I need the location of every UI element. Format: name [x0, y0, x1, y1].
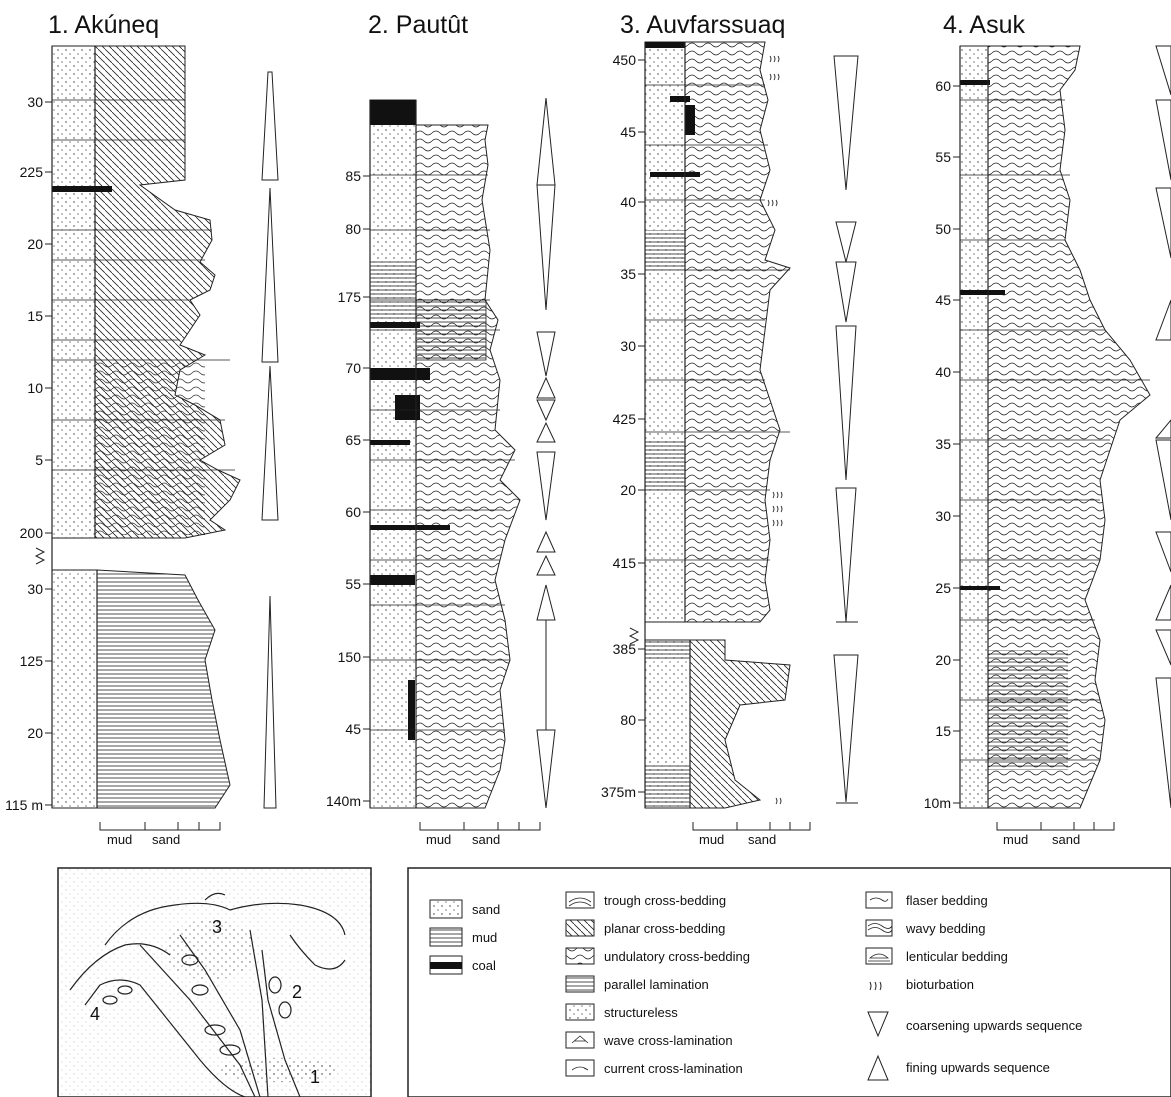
- tick-label: 125: [20, 653, 44, 669]
- tick-label: 20: [27, 236, 43, 252]
- tick-label: 30: [27, 94, 43, 110]
- legend-label: parallel lamination: [604, 977, 709, 992]
- current-cross-lamination-swatch: [566, 1060, 594, 1076]
- legend-label: current cross-lamination: [604, 1061, 743, 1076]
- tick-label: 60: [935, 78, 951, 94]
- legend-label: sand: [472, 902, 500, 917]
- tick-label: 20: [935, 652, 951, 668]
- tick-label: 45: [620, 124, 636, 140]
- tick-label: 40: [935, 364, 951, 380]
- tick-label: 10: [27, 380, 43, 396]
- tick-label: 30: [935, 508, 951, 524]
- log-column-auvfarssuaq: [630, 42, 790, 808]
- tick-label: 60: [345, 504, 361, 520]
- tick-label: 5: [35, 452, 43, 468]
- tick-label: 25: [935, 580, 951, 596]
- scale-label-mud: mud: [426, 832, 451, 847]
- legend-label: wavy bedding: [905, 921, 986, 936]
- tick-label: 70: [345, 360, 361, 376]
- tick-label: 10m: [924, 795, 951, 811]
- tick-label: 80: [620, 712, 636, 728]
- scale-label-mud: mud: [1003, 832, 1028, 847]
- scale-label-mud: mud: [107, 832, 132, 847]
- tick-label: 200: [20, 525, 44, 541]
- sequence-arrows-akuneq: [262, 72, 278, 808]
- log-column-akuneq: [36, 46, 240, 808]
- tick-label: 35: [620, 266, 636, 282]
- tick-label: 15: [935, 723, 951, 739]
- location-map: [58, 868, 371, 1097]
- tick-label: 425: [613, 411, 637, 427]
- legend-label: structureless: [604, 1005, 678, 1020]
- tick-label: 55: [345, 576, 361, 592]
- scale-label-sand: sand: [152, 832, 180, 847]
- legend-label: planar cross-bedding: [604, 921, 725, 936]
- column-title-akuneq: 1. Akúneq: [48, 11, 159, 39]
- tick-label: 225: [20, 164, 44, 180]
- sand-swatch: [430, 900, 462, 918]
- scale-label-mud: mud: [699, 832, 724, 847]
- scale-label-sand: sand: [748, 832, 776, 847]
- tick-label: 115 m: [5, 797, 43, 813]
- parallel-lamination-swatch: [566, 976, 594, 992]
- wave-cross-lamination-swatch: [566, 1032, 594, 1048]
- tick-label: 30: [620, 338, 636, 354]
- legend-label: undulatory cross-bedding: [604, 949, 750, 964]
- scale-label-sand: sand: [472, 832, 500, 847]
- tick-label: 35: [935, 436, 951, 452]
- column-title-asuk: 4. Asuk: [943, 11, 1025, 39]
- tick-label: 150: [338, 649, 362, 665]
- mud-swatch: [430, 928, 462, 946]
- lenticular-bedding-swatch: [866, 948, 892, 964]
- tick-label: 85: [345, 168, 361, 184]
- legend-label: flaser bedding: [906, 893, 988, 908]
- tick-label: 385: [613, 641, 637, 657]
- legend-label: wave cross-lamination: [603, 1033, 733, 1048]
- tick-label: 50: [935, 221, 951, 237]
- tick-label: 415: [613, 555, 637, 571]
- column-title-pautut: 2. Pautût: [368, 11, 468, 39]
- map-label-4: 4: [90, 1004, 100, 1024]
- tick-label: 15: [27, 308, 43, 324]
- log-column-asuk: [953, 46, 1150, 808]
- flaser-bedding-swatch: [866, 892, 892, 908]
- log-column-pautut: [363, 100, 520, 808]
- sequence-arrows-auvfarssuaq: [834, 56, 858, 803]
- column-title-auvfarssuaq: 3. Auvfarssuaq: [620, 11, 785, 39]
- legend-label: mud: [472, 930, 497, 945]
- legend-label: bioturbation: [906, 977, 974, 992]
- tick-label: 375m: [601, 784, 636, 800]
- tick-label: 40: [620, 194, 636, 210]
- legend-label: fining upwards sequence: [906, 1060, 1050, 1075]
- tick-label: 140m: [326, 793, 361, 809]
- map-label-3: 3: [212, 917, 222, 937]
- tick-label: 30: [27, 581, 43, 597]
- tick-label: 45: [345, 721, 361, 737]
- map-label-1: 1: [310, 1067, 320, 1087]
- scale-label-sand: sand: [1052, 832, 1080, 847]
- tick-label: 65: [345, 432, 361, 448]
- planar-cross-bedding-swatch: [566, 920, 594, 936]
- tick-label: 20: [620, 482, 636, 498]
- legend-label: coal: [472, 958, 496, 973]
- legend-label: lenticular bedding: [906, 949, 1008, 964]
- sequence-arrows-pautut: [537, 98, 555, 808]
- tick-label: 450: [613, 52, 637, 68]
- sequence-arrows-asuk: [1156, 46, 1171, 808]
- tick-label: 175: [338, 289, 362, 305]
- map-label-2: 2: [292, 982, 302, 1002]
- legend-label: trough cross-bedding: [604, 893, 726, 908]
- tick-label: 20: [27, 725, 43, 741]
- tick-label: 80: [345, 221, 361, 237]
- tick-label: 45: [935, 292, 951, 308]
- structureless-swatch: [566, 1004, 594, 1020]
- legend-box: [408, 868, 1171, 1097]
- undulatory-cross-bedding-swatch: [566, 948, 594, 964]
- legend-label: coarsening upwards sequence: [906, 1018, 1082, 1033]
- tick-label: 55: [935, 149, 951, 165]
